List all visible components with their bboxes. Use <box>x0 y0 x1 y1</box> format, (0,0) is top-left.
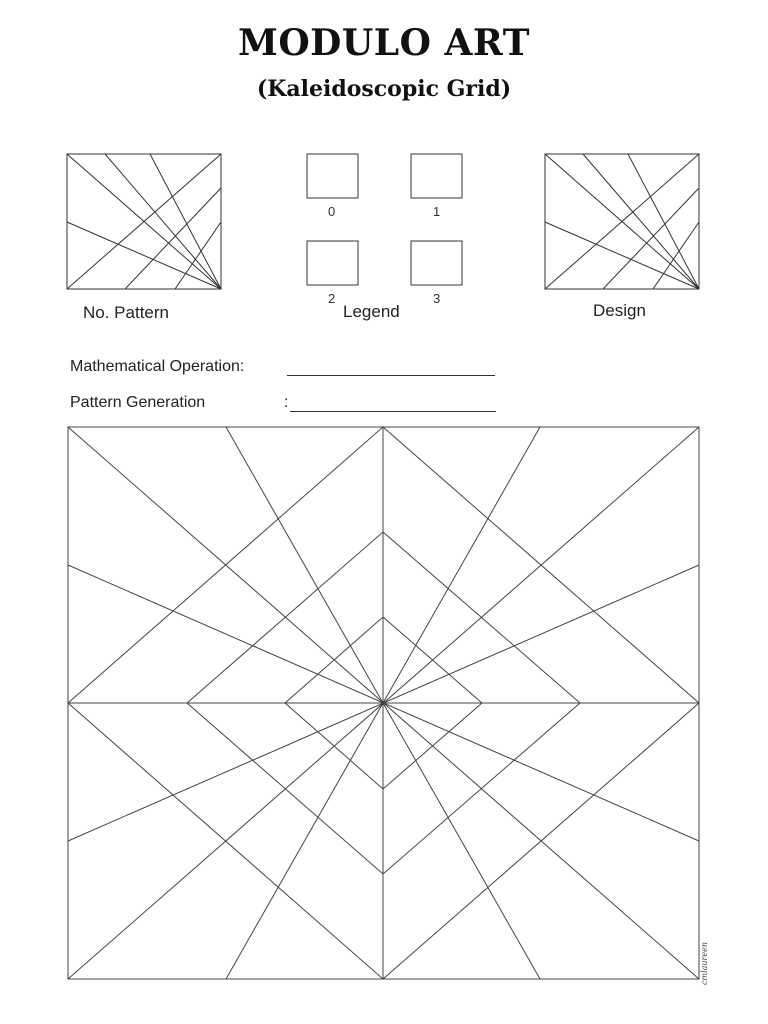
legend-number-3: 3 <box>433 291 441 306</box>
design-grid <box>544 153 700 290</box>
generation-colon: : <box>284 394 289 411</box>
operation-blank[interactable] <box>287 357 495 376</box>
design-label: Design <box>593 301 646 320</box>
legend-number-0: 0 <box>328 204 336 219</box>
legend-box-1 <box>410 153 463 199</box>
legend-number-2: 2 <box>328 291 336 306</box>
operation-label: Mathematical Operation: <box>70 358 245 375</box>
generation-label: Pattern Generation <box>70 394 206 411</box>
legend-number-1: 1 <box>433 204 441 219</box>
page-subtitle: (Kaleidoscopic Grid) <box>256 76 512 102</box>
credit-text: cmlaureen <box>700 942 709 985</box>
page-title: MODULO ART <box>237 22 531 64</box>
legend-box-0 <box>306 153 359 199</box>
legend-box-2 <box>306 240 359 286</box>
legend-label: Legend <box>343 302 400 321</box>
number-pattern-grid <box>66 153 222 290</box>
legend-box-3 <box>410 240 463 286</box>
generation-blank[interactable] <box>290 393 496 412</box>
number-pattern-label: No. Pattern <box>83 303 169 322</box>
